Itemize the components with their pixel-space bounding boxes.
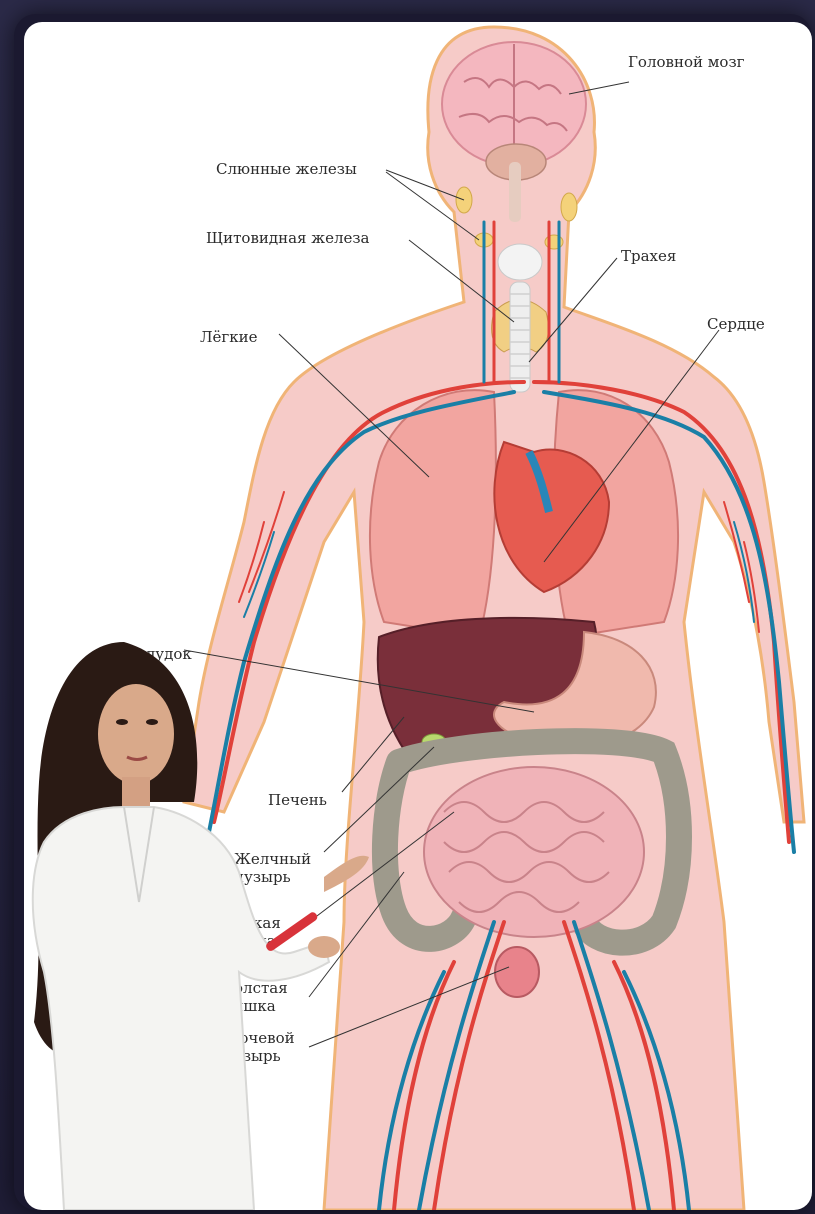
anatomy-illustration: Головной мозг Слюнные железы Щитовидная … [24, 22, 812, 1210]
presenter-video-overlay [24, 22, 812, 1210]
presenter-person [33, 642, 369, 1210]
